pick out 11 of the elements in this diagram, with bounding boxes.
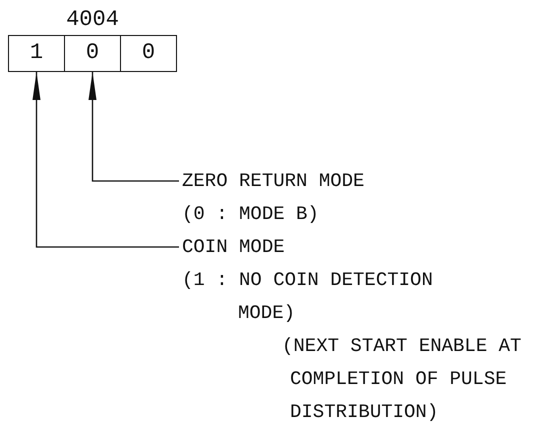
setting-description: (NEXT START ENABLE AT COMPLETION OF PULSE DISTRIBUTION) bbox=[282, 334, 522, 425]
setting-name: COIN MODE bbox=[182, 235, 285, 260]
setting-description: (1 : NO COIN DETECTION MODE) bbox=[182, 268, 434, 326]
setting-name: ZERO RETURN MODE bbox=[182, 169, 364, 194]
leader-line bbox=[32, 72, 179, 248]
register-bit: 1 bbox=[8, 35, 65, 72]
register-bit: 0 bbox=[120, 35, 177, 72]
register-number: 4004 bbox=[65, 6, 120, 34]
setting-description: (0 : MODE B) bbox=[182, 202, 319, 227]
register-bit: 0 bbox=[64, 35, 121, 72]
leader-line bbox=[88, 72, 179, 182]
